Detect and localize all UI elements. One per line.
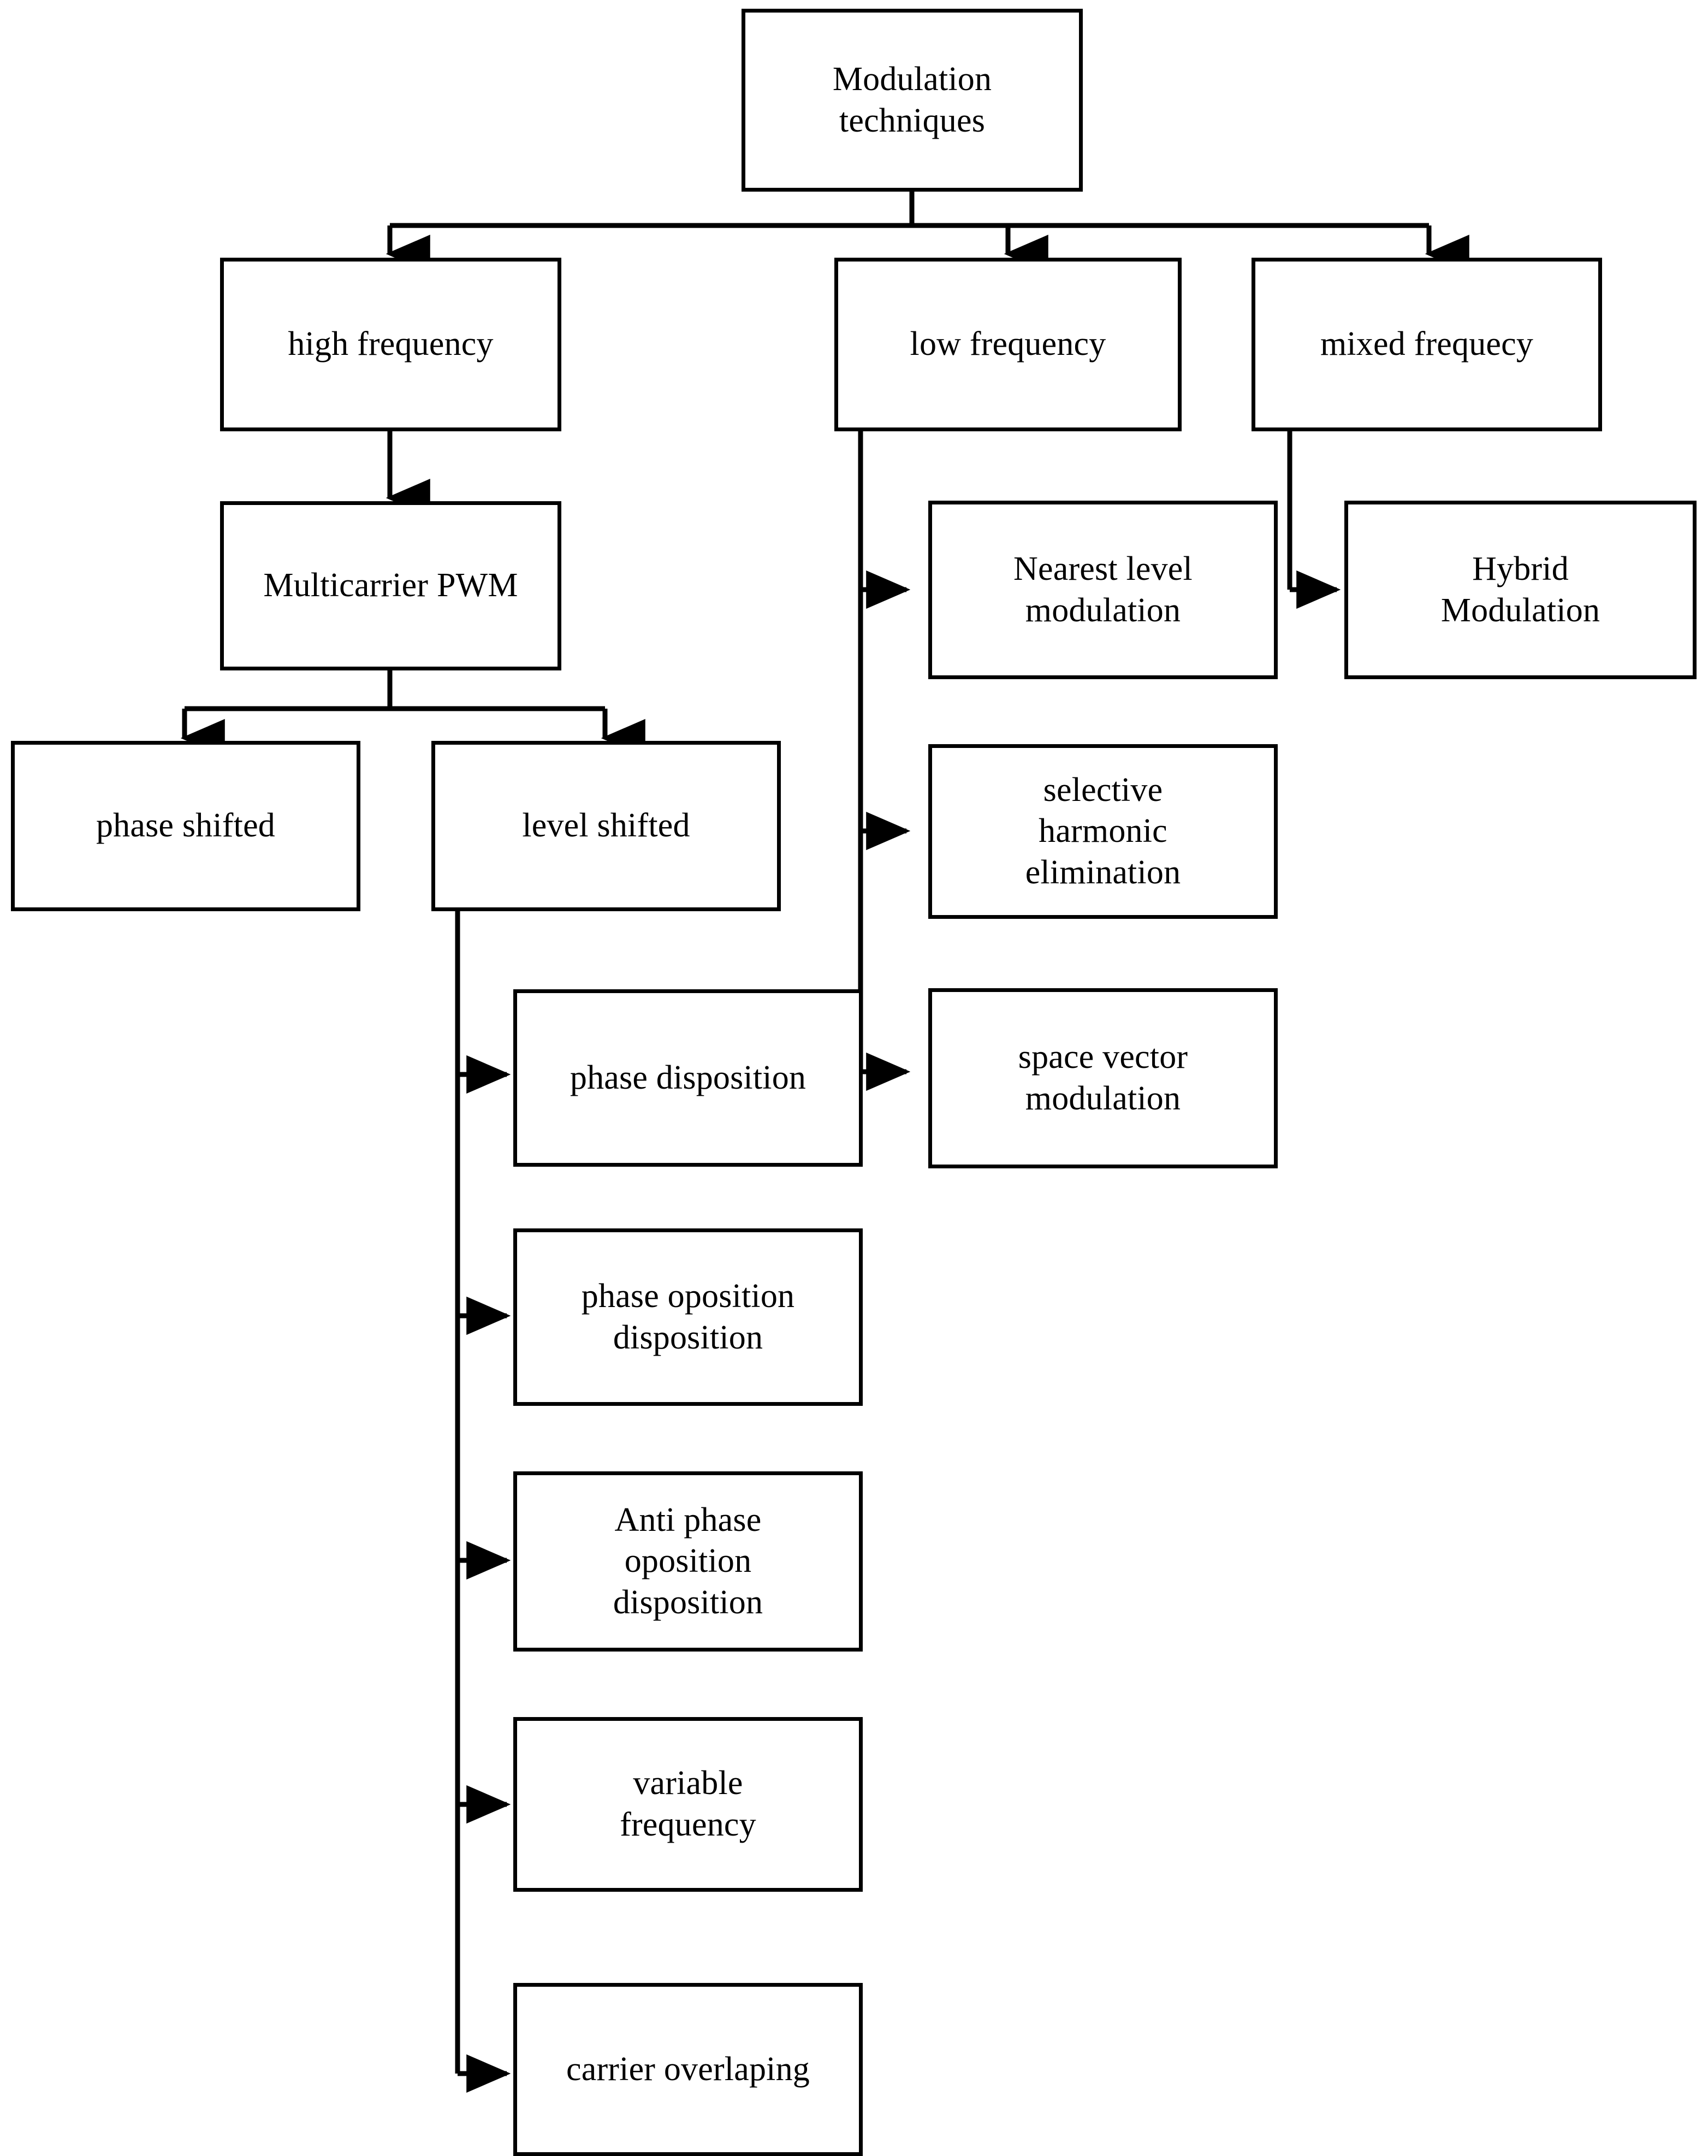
node-level-shifted[interactable]: level shifted bbox=[431, 741, 781, 911]
node-label: carrier overlaping bbox=[566, 2050, 810, 2088]
node-label: Nearest level modulation bbox=[1013, 550, 1193, 629]
node-label: variable frequency bbox=[620, 1765, 756, 1843]
node-label: phase oposition disposition bbox=[581, 1277, 795, 1356]
node-label: level shifted bbox=[522, 807, 690, 845]
node-label: high frequency bbox=[288, 325, 494, 363]
node-phase-disposition[interactable]: phase disposition bbox=[513, 989, 863, 1167]
node-multicarrier-pwm[interactable]: Multicarrier PWM bbox=[220, 501, 561, 670]
node-anti-phase-oposition-disposition[interactable]: Anti phase oposition disposition bbox=[513, 1471, 863, 1652]
node-label: Anti phase oposition disposition bbox=[613, 1501, 763, 1621]
node-label: mixed frequecy bbox=[1320, 325, 1534, 363]
node-hybrid-modulation[interactable]: Hybrid Modulation bbox=[1344, 501, 1697, 679]
node-label: phase shifted bbox=[96, 807, 275, 845]
node-label: Multicarrier PWM bbox=[263, 567, 518, 604]
node-variable-frequency[interactable]: variable frequency bbox=[513, 1717, 863, 1892]
node-selective-harmonic-elimination[interactable]: selective harmonic elimination bbox=[928, 744, 1278, 919]
node-space-vector-modulation[interactable]: space vector modulation bbox=[928, 988, 1278, 1168]
node-high-frequency[interactable]: high frequency bbox=[220, 258, 561, 431]
node-phase-oposition-disposition[interactable]: phase oposition disposition bbox=[513, 1228, 863, 1406]
node-label: Modulation techniques bbox=[832, 60, 992, 139]
node-label: phase disposition bbox=[570, 1059, 806, 1096]
node-label: low frequency bbox=[910, 325, 1106, 363]
node-label: space vector modulation bbox=[1018, 1038, 1188, 1117]
node-label: Hybrid Modulation bbox=[1440, 550, 1600, 629]
node-modulation-techniques[interactable]: Modulation techniques bbox=[742, 9, 1083, 192]
node-low-frequency[interactable]: low frequency bbox=[834, 258, 1182, 431]
node-nearest-level-modulation[interactable]: Nearest level modulation bbox=[928, 501, 1278, 679]
node-phase-shifted[interactable]: phase shifted bbox=[11, 741, 360, 911]
node-mixed-frequency[interactable]: mixed frequecy bbox=[1252, 258, 1602, 431]
node-label: selective harmonic elimination bbox=[1025, 771, 1181, 891]
node-carrier-overlaping[interactable]: carrier overlaping bbox=[513, 1983, 863, 2156]
